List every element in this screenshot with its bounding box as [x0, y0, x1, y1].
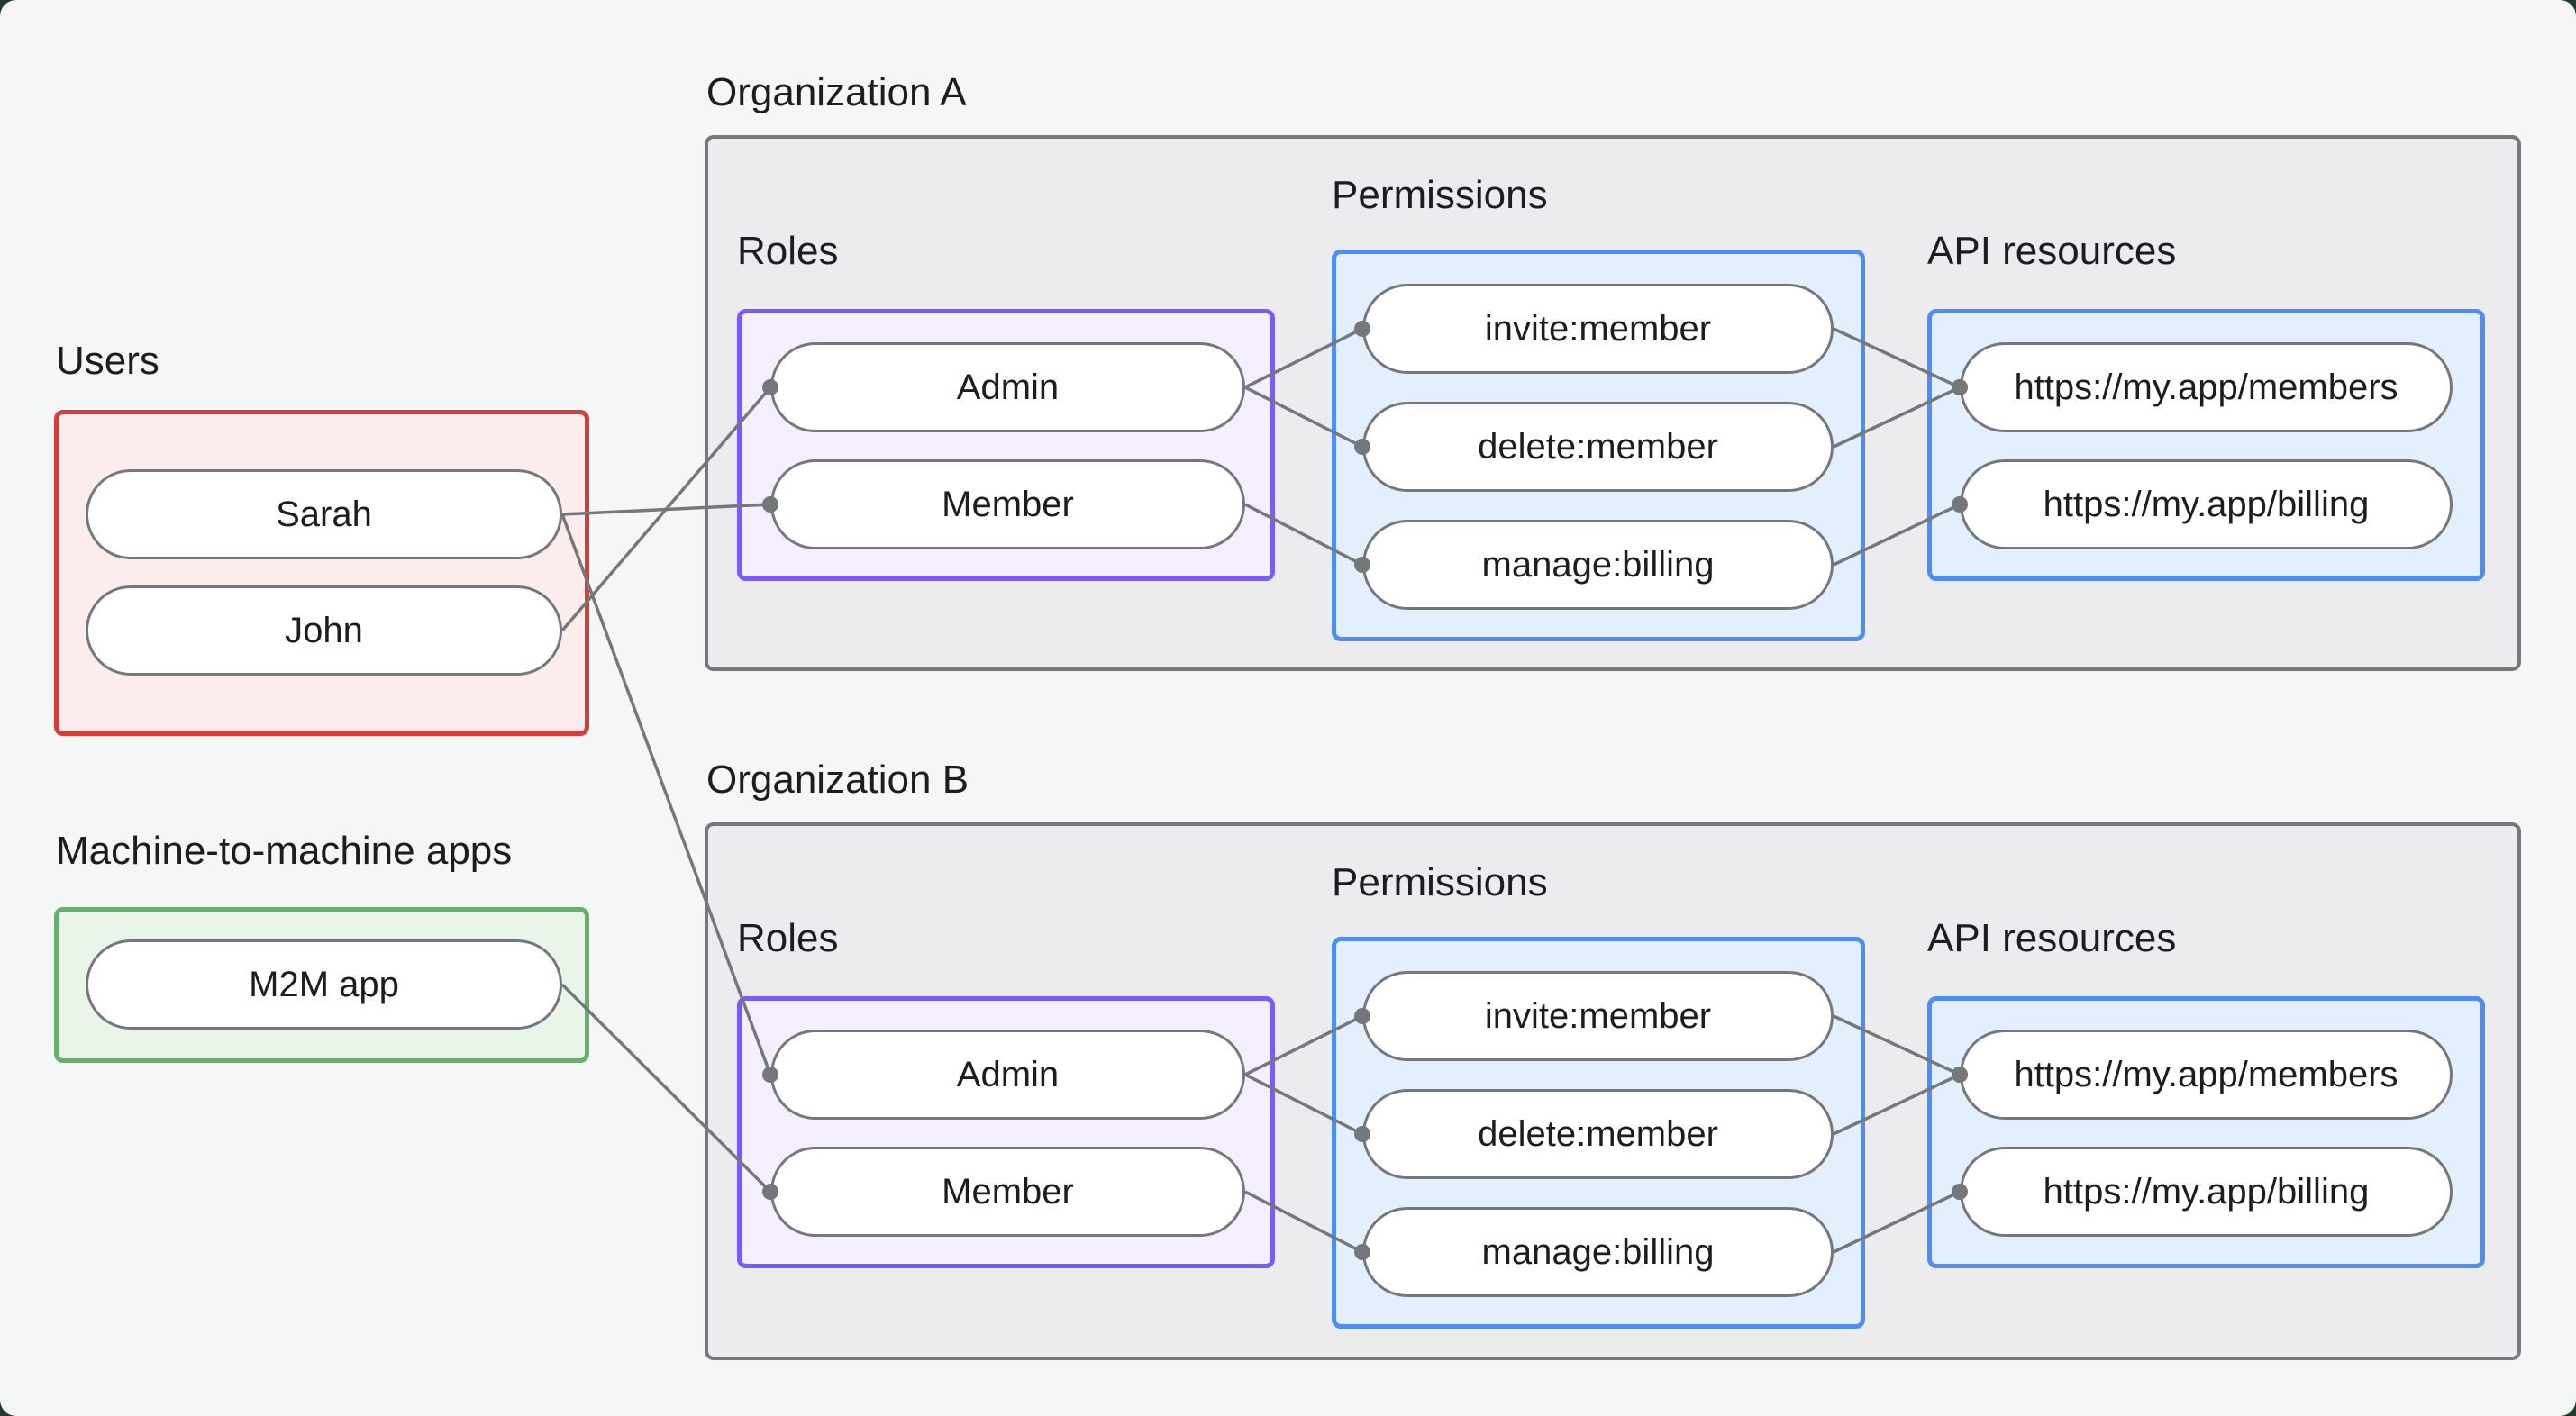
org-b-role-pill-admin: Admin	[770, 1030, 1245, 1120]
org-a-box: Roles Admin Member Permissions invite:me…	[705, 135, 2521, 671]
org-b-api-resources-group: https://my.app/members https://my.app/bi…	[1927, 996, 2485, 1268]
org-b-permissions-label: Permissions	[1332, 860, 1548, 904]
user-pill-john: John	[86, 585, 562, 676]
org-b-api-resources-label: API resources	[1927, 916, 2177, 960]
org-a-roles-group: Admin Member	[737, 309, 1275, 581]
org-a-title: Organization A	[706, 70, 967, 114]
org-a-permissions-group: invite:member delete:member manage:billi…	[1332, 250, 1865, 641]
org-a-api-pill-members: https://my.app/members	[1960, 342, 2453, 432]
org-a-role-pill-admin: Admin	[770, 342, 1245, 432]
org-b-permission-pill-invite-member: invite:member	[1362, 971, 1834, 1061]
org-b-box: Roles Admin Member Permissions invite:me…	[705, 822, 2521, 1360]
org-b-permission-pill-delete-member: delete:member	[1362, 1089, 1834, 1179]
m2m-group: M2M app	[54, 907, 589, 1063]
users-section-title: Users	[56, 339, 159, 383]
org-b-roles-group: Admin Member	[737, 996, 1275, 1268]
org-a-api-resources-label: API resources	[1927, 229, 2177, 273]
org-a-roles-label: Roles	[737, 229, 839, 273]
user-pill-sarah: Sarah	[86, 469, 562, 559]
org-a-permission-pill-manage-billing: manage:billing	[1362, 520, 1834, 610]
org-a-api-pill-billing: https://my.app/billing	[1960, 459, 2453, 549]
org-b-permission-pill-manage-billing: manage:billing	[1362, 1207, 1834, 1297]
m2m-app-pill: M2M app	[86, 939, 562, 1030]
org-b-permissions-group: invite:member delete:member manage:billi…	[1332, 937, 1865, 1329]
org-b-api-pill-billing: https://my.app/billing	[1960, 1147, 2453, 1237]
org-a-api-resources-group: https://my.app/members https://my.app/bi…	[1927, 309, 2485, 581]
m2m-section-title: Machine-to-machine apps	[56, 829, 513, 873]
org-a-permission-pill-invite-member: invite:member	[1362, 284, 1834, 374]
org-b-title: Organization B	[706, 758, 969, 802]
org-a-role-pill-member: Member	[770, 459, 1245, 549]
org-a-permission-pill-delete-member: delete:member	[1362, 402, 1834, 492]
users-group: Sarah John	[54, 410, 589, 736]
org-b-role-pill-member: Member	[770, 1147, 1245, 1237]
org-b-api-pill-members: https://my.app/members	[1960, 1030, 2453, 1120]
org-a-permissions-label: Permissions	[1332, 173, 1548, 217]
org-b-roles-label: Roles	[737, 916, 839, 960]
